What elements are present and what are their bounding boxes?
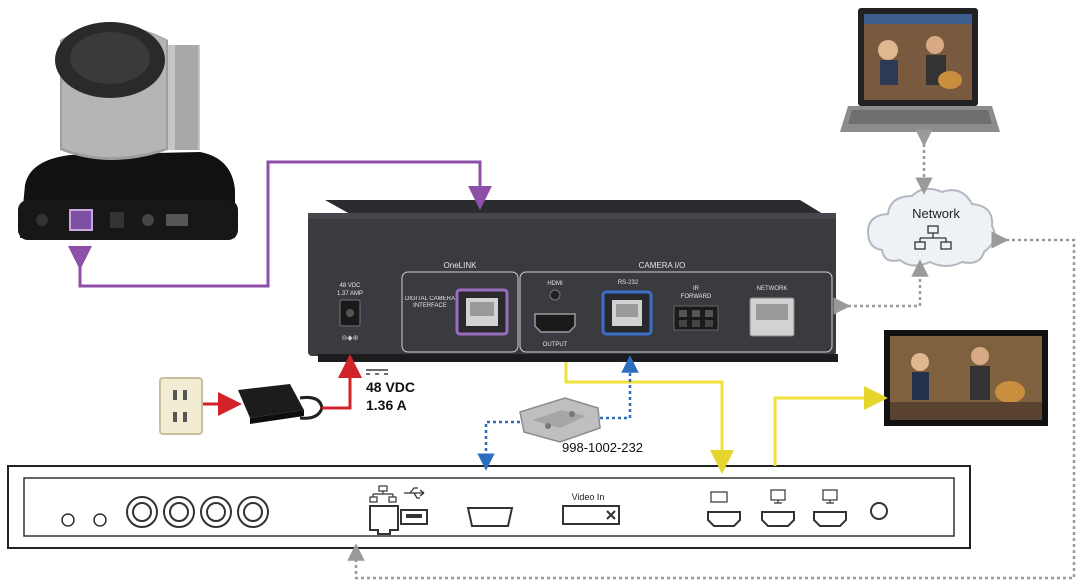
bnc-connector[interactable] xyxy=(126,496,158,528)
ir-forward-label: FORWARD xyxy=(681,294,712,300)
dc-symbol xyxy=(366,369,388,375)
hdmi-output-port[interactable] xyxy=(534,313,576,333)
ptz-camera xyxy=(18,22,238,240)
network-label: NETWORK xyxy=(757,286,788,292)
network-cloud-label: Network xyxy=(912,206,960,221)
dc-power-cable xyxy=(322,354,362,410)
camera-io-title: CAMERA I/O xyxy=(639,261,686,270)
psu-rating: 48 VDC xyxy=(339,283,361,289)
hdmi-label: HDMI xyxy=(547,281,563,287)
psu-current: 1.37 AMP xyxy=(337,291,363,297)
output-label: OUTPUT xyxy=(543,342,568,348)
hdmi-cable-to-monitor xyxy=(773,386,888,466)
bnc-connector[interactable] xyxy=(163,496,195,528)
rs232-label: RS-232 xyxy=(618,280,639,286)
serial-adapter xyxy=(519,397,601,443)
ir-label: IR xyxy=(693,286,700,292)
hdmi-lock-screw xyxy=(549,289,561,301)
polarity-symbol: ⊖◆⊕ xyxy=(341,335,358,342)
display-monitor xyxy=(884,330,1048,426)
rear-panel: Video In xyxy=(7,465,971,549)
power-current: 1.36 A xyxy=(366,397,407,413)
rs232-cable-to-panel xyxy=(477,420,520,471)
onelink-port-label: DIGITAL CAMERA INTERFACE xyxy=(404,296,455,309)
bnc-connector[interactable] xyxy=(237,496,269,528)
wall-outlet xyxy=(159,377,203,435)
bnc-connector[interactable] xyxy=(200,496,232,528)
adapter-part-number: 998-1002-232 xyxy=(562,440,643,455)
power-voltage: 48 VDC xyxy=(366,379,415,395)
onelink-title: OneLINK xyxy=(444,261,478,270)
interface-box: 48 VDC 1.37 AMP ⊖◆⊕ OneLINK DIGITAL CAME… xyxy=(308,200,838,362)
onelink-cable xyxy=(68,160,492,288)
video-in-label: Video In xyxy=(572,492,605,502)
interface-network-link xyxy=(833,259,929,315)
power-supply xyxy=(238,384,324,424)
rs232-cable-to-interface xyxy=(600,355,639,420)
laptop xyxy=(840,8,1000,132)
panel-network-link xyxy=(347,231,1076,580)
network-cloud: Network xyxy=(866,187,996,267)
